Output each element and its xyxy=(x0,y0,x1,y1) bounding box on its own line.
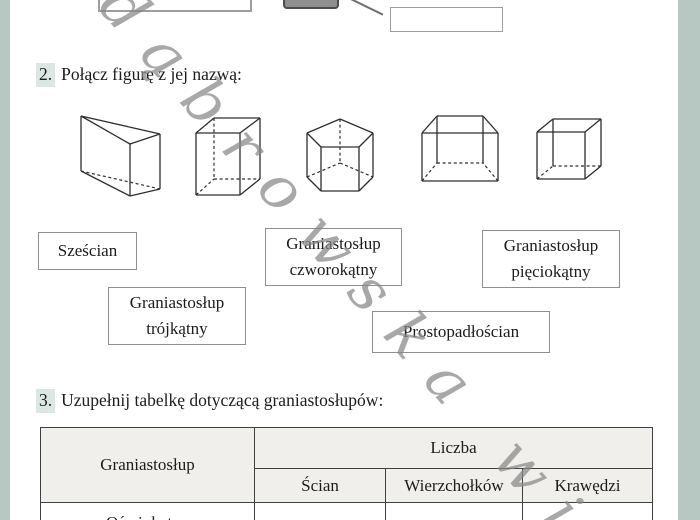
name-box-prostopadloscian[interactable]: Prostopadłościan xyxy=(372,311,550,353)
pentagonal-prism-figure[interactable] xyxy=(304,116,376,199)
name-box-szescian[interactable]: Sześcian xyxy=(38,232,137,270)
question-3-prompt: Uzupełnij tabelkę dotyczącą graniastosłu… xyxy=(61,390,384,410)
table-cell-osmiokatny-scian[interactable] xyxy=(254,502,386,520)
question-2-heading: 2. Połącz figurę z jej nazwą: xyxy=(36,63,242,87)
page-edge-right xyxy=(678,0,700,520)
table-header-liczba: Liczba xyxy=(254,427,653,469)
question-3-heading: 3. Uzupełnij tabelkę dotyczącą graniasto… xyxy=(36,389,383,413)
name-box-prostopadloscian-label: Prostopadłościan xyxy=(402,321,520,341)
question-3-number: 3. xyxy=(36,389,56,413)
cube-figure[interactable] xyxy=(535,117,603,186)
cuboid-figure[interactable] xyxy=(420,113,500,188)
name-box-pieciokatny-label: Graniastosłup pięciokątny xyxy=(503,235,599,281)
name-box-czworokatny-label: Graniastosłup czworokątny xyxy=(286,233,381,279)
q1-term-chip xyxy=(283,0,339,9)
page-edge-left xyxy=(0,0,10,520)
rectangular-prism-figure[interactable] xyxy=(193,115,263,202)
table-cell-osmiokatny-krawedzi[interactable] xyxy=(522,502,653,520)
triangular-prism-figure[interactable] xyxy=(78,111,164,202)
table-cell-osmiokatny-wierzcholkow[interactable] xyxy=(385,502,523,520)
table-header-krawedzi: Krawędzi xyxy=(522,468,653,503)
q1-answer-box-left xyxy=(98,0,252,12)
table-header-wierzcholkow: Wierzchołków xyxy=(385,468,523,503)
question-2-number: 2. xyxy=(36,63,56,87)
name-box-graniastoslup-czworokatny[interactable]: Graniastosłup czworokątny xyxy=(265,228,402,286)
table-header-graniastoslup: Graniastosłup xyxy=(40,427,255,503)
table-header-scian: Ścian xyxy=(254,468,386,503)
question-2-prompt: Połącz figurę z jej nazwą: xyxy=(61,64,242,84)
table-row-osmiokatny: Ośmiokątny xyxy=(40,502,255,520)
q1-answer-box-right xyxy=(390,7,503,32)
name-box-szescian-label: Sześcian xyxy=(57,240,118,260)
name-box-graniastoslup-trojkatny[interactable]: Graniastosłup trójkątny xyxy=(108,287,246,345)
name-box-trojkatny-label: Graniastosłup trójkątny xyxy=(129,292,225,338)
q1-connector-line xyxy=(350,0,384,16)
name-box-graniastoslup-pieciokatny[interactable]: Graniastosłup pięciokątny xyxy=(482,230,620,288)
